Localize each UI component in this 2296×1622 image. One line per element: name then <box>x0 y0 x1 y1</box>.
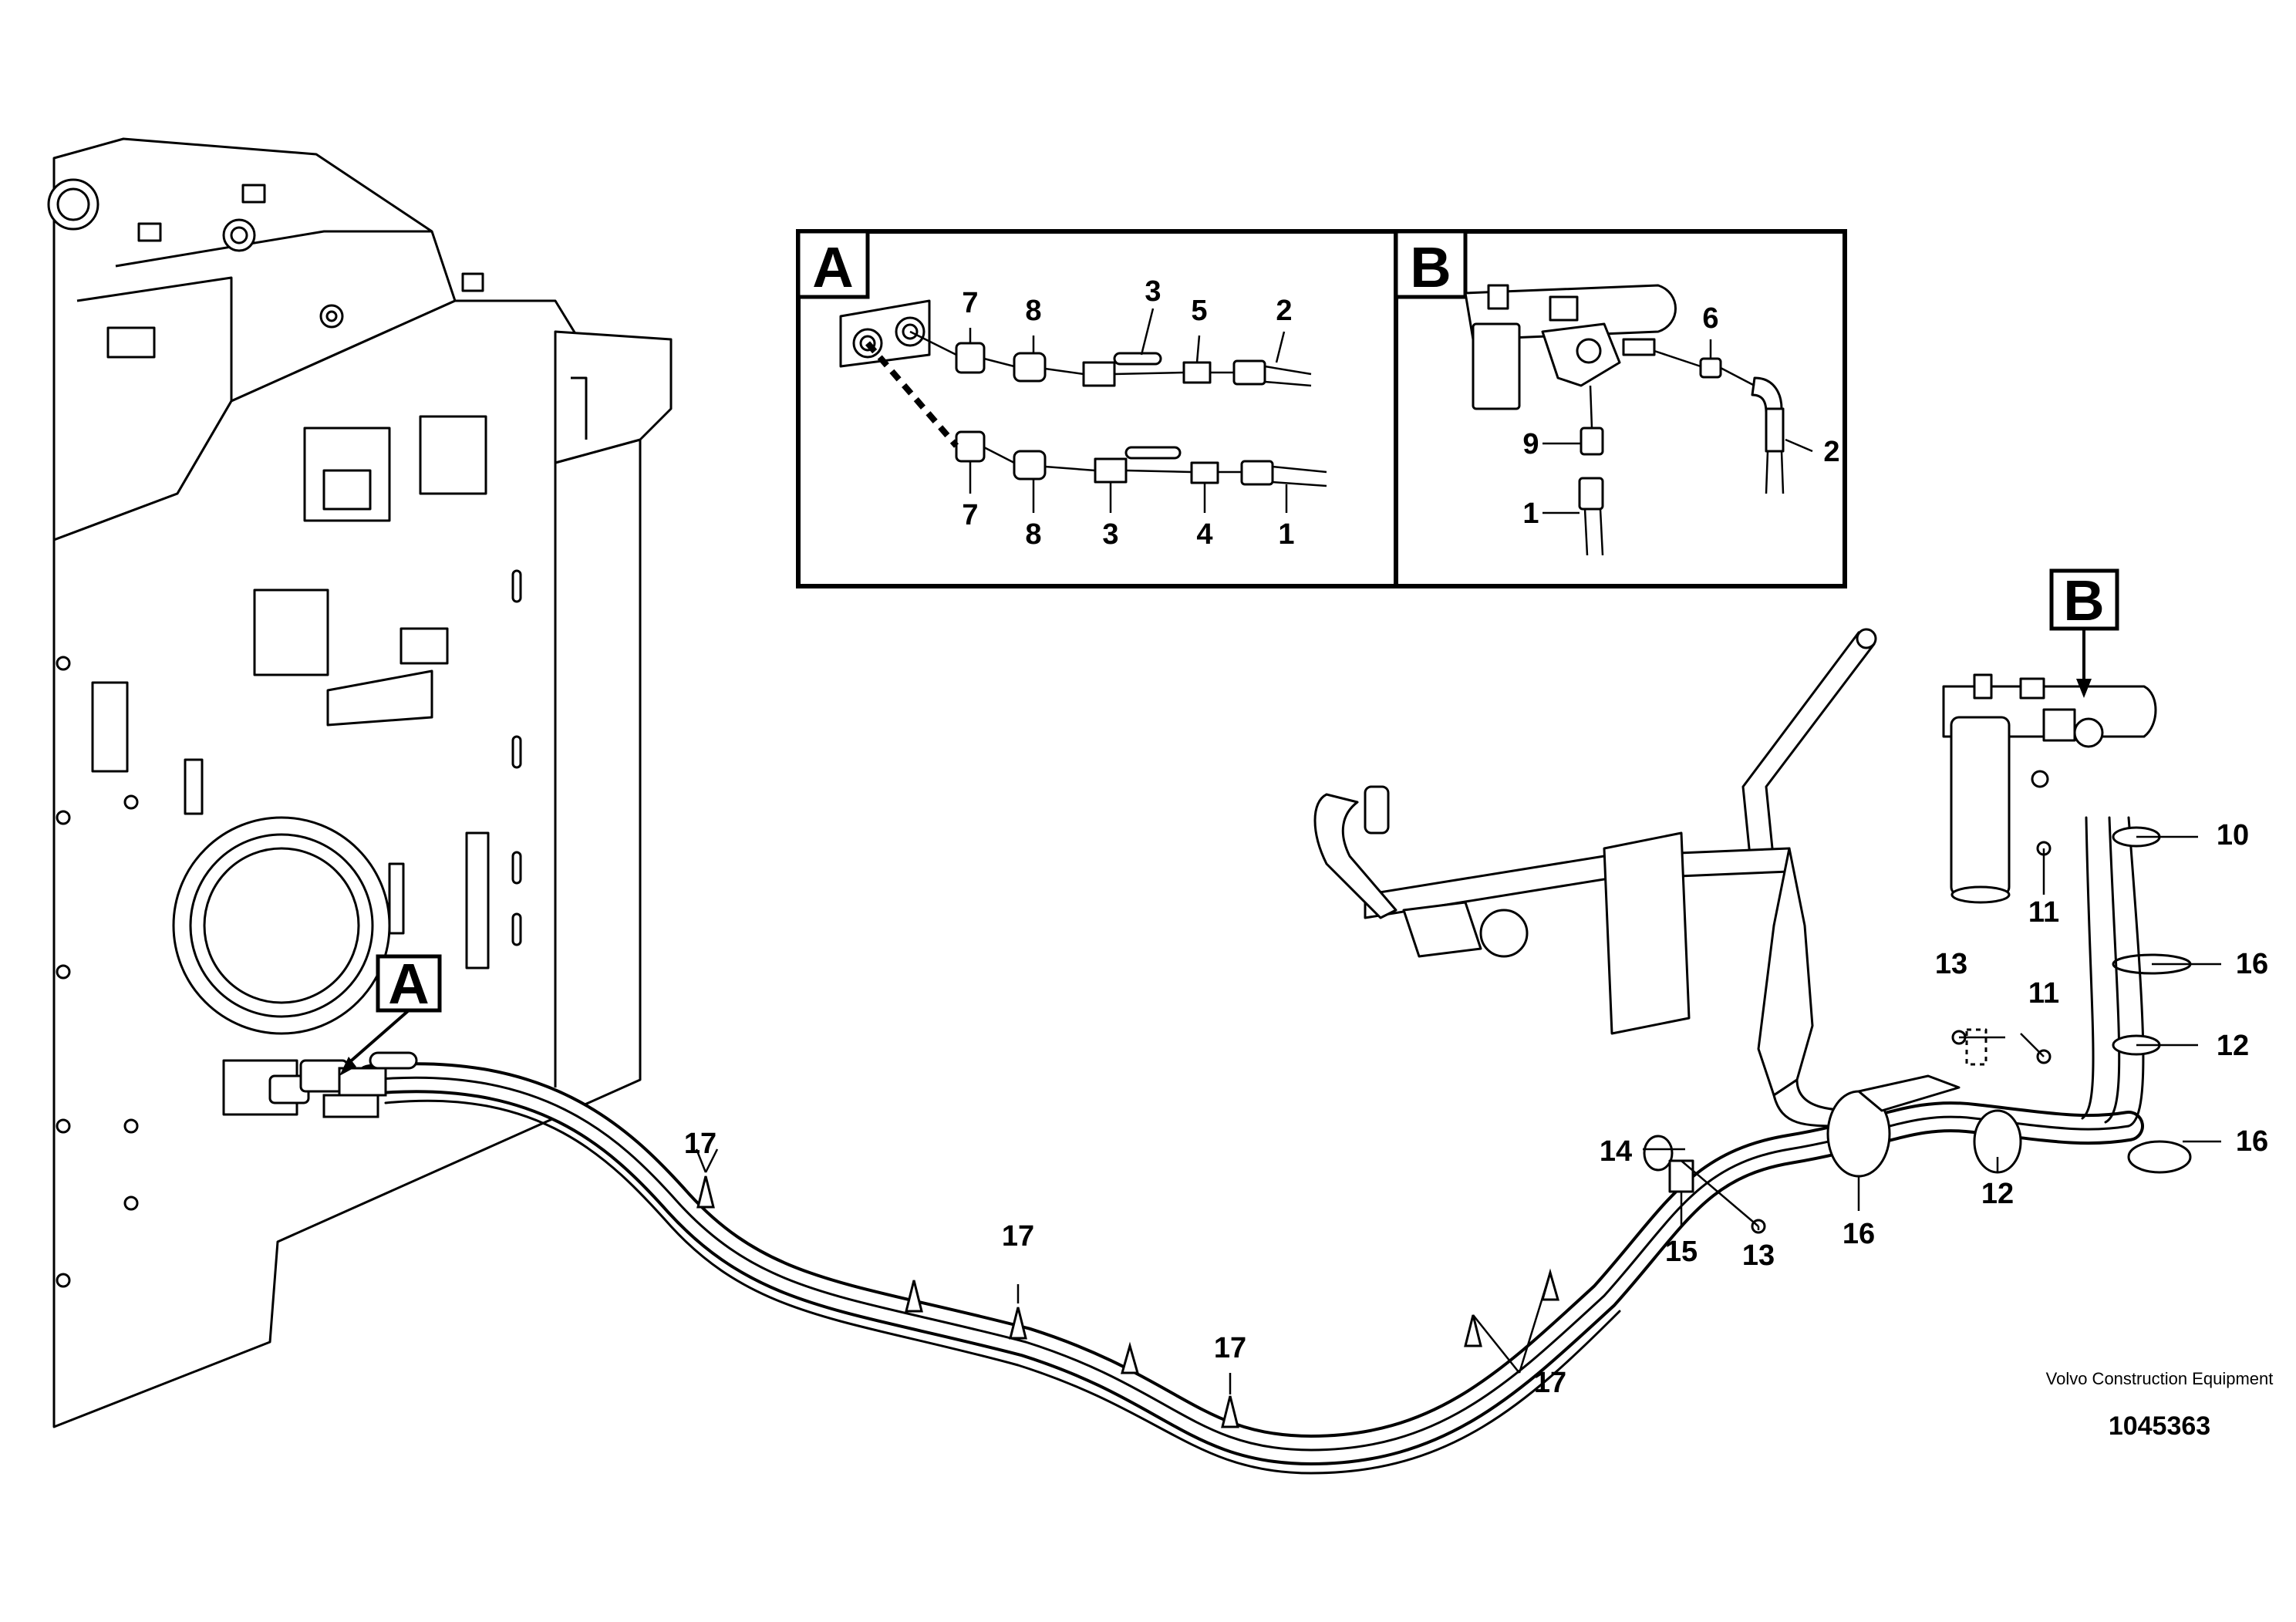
detail-b-letter: B <box>1410 235 1451 299</box>
detail-a-label: 8 <box>1025 518 1041 551</box>
callout-label: 14 <box>1600 1135 1632 1168</box>
filter-assembly <box>1643 673 2192 1234</box>
detail-b-label: 9 <box>1522 428 1539 460</box>
detail-b-label: 1 <box>1522 497 1539 530</box>
bracket-assembly <box>1313 628 1961 1178</box>
callout-label: 10 <box>2217 819 2249 851</box>
detail-b-label: 2 <box>1823 436 1839 468</box>
callout-label: 11 <box>2028 896 2059 929</box>
detail-a-label: 3 <box>1102 518 1118 551</box>
detail-a-label: 7 <box>962 499 978 531</box>
detail-b-label: 6 <box>1702 302 1718 335</box>
callout-label: 13 <box>1742 1239 1775 1272</box>
callout-label: 16 <box>2236 948 2268 980</box>
callout-label: 17 <box>1214 1332 1246 1364</box>
leader-lines <box>695 835 2221 1394</box>
cable-ties <box>696 1175 1559 1428</box>
callout-label: 13 <box>1935 948 1967 980</box>
machine-frame <box>47 137 673 1428</box>
hose-route <box>355 816 2145 1475</box>
marker-a: A <box>339 952 442 1076</box>
callout-label: 16 <box>1843 1218 1875 1250</box>
callout-label: 12 <box>1981 1178 2014 1210</box>
detail-a-label: 8 <box>1025 295 1041 327</box>
callout-label: 17 <box>1534 1367 1566 1399</box>
detail-a-label: 1 <box>1278 518 1294 551</box>
callout-label: 15 <box>1665 1236 1698 1268</box>
detail-a-label: 2 <box>1276 295 1292 327</box>
detail-a-label: 4 <box>1196 518 1212 551</box>
detail-a-label: 7 <box>962 287 978 319</box>
marker-b: B <box>2049 568 2119 698</box>
callout-label: 17 <box>684 1128 716 1160</box>
marker-b-letter: B <box>2063 568 2104 632</box>
detail-a-letter: A <box>812 235 853 299</box>
callout-label: 16 <box>2236 1125 2268 1158</box>
main-callouts: 10 11 16 13 11 12 14 16 12 16 15 13 17 1… <box>684 819 2268 1399</box>
detail-view-a: A <box>796 229 1398 588</box>
brand-name: Volvo Construction Equipment <box>2045 1369 2274 1388</box>
detail-a-label: 5 <box>1191 295 1207 327</box>
valve-assembly-a <box>268 1051 418 1118</box>
detail-view-b: B 6 2 9 1 <box>1394 229 1847 588</box>
callout-label: 11 <box>2028 977 2059 1010</box>
callout-label: 12 <box>2217 1030 2249 1062</box>
part-number: 1045363 <box>2108 1411 2211 1441</box>
callout-label: 17 <box>1002 1220 1034 1253</box>
marker-a-letter: A <box>388 952 429 1016</box>
detail-a-label: 3 <box>1145 275 1161 308</box>
